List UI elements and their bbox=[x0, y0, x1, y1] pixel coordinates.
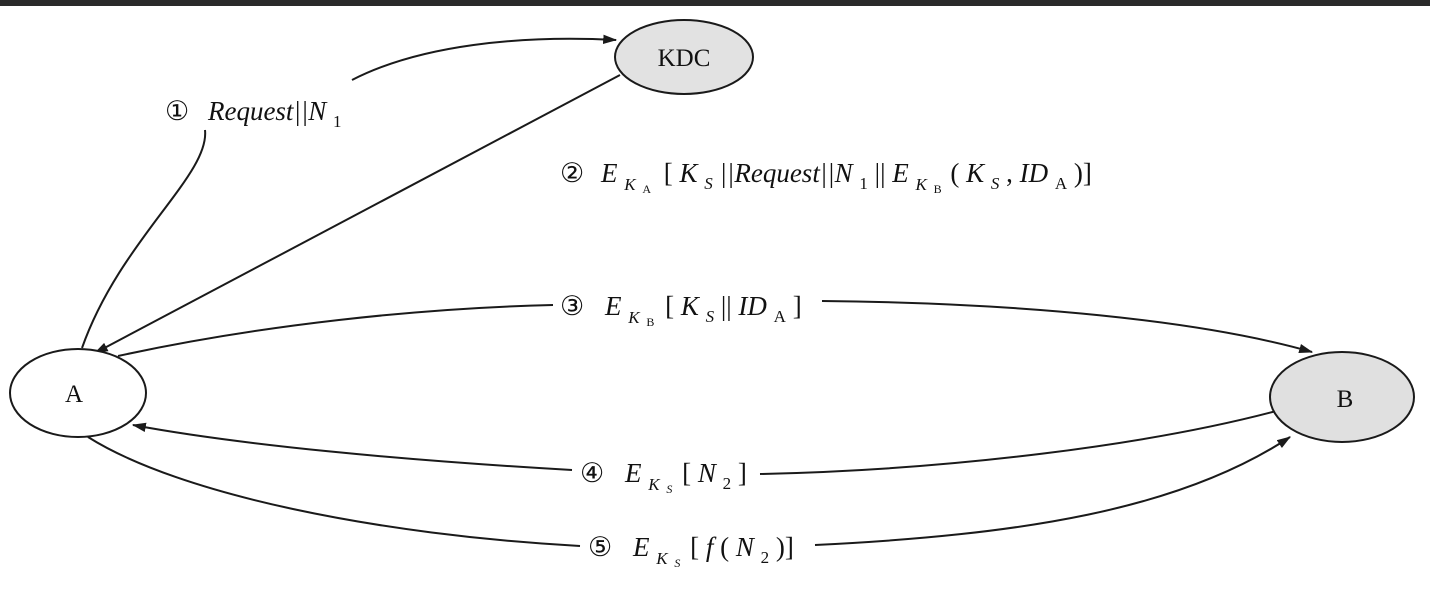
top-border-band bbox=[0, 0, 1430, 6]
kdc-node bbox=[614, 19, 754, 95]
svg-text:① Request||N 1: ① Request||N 1 bbox=[165, 96, 342, 131]
a-node bbox=[9, 348, 147, 438]
message-5-label: ⑤ E K S [ f ( N 2 )] bbox=[588, 532, 794, 573]
message-4-number: ④ bbox=[580, 458, 604, 488]
message-1-label: ① Request||N 1 bbox=[165, 96, 342, 131]
message-2-label: ② E K A [ K S ||Request||N 1 || E K B ( … bbox=[560, 158, 1092, 199]
svg-text:③ E K B: ③ E K B [ K S || ID A ] bbox=[560, 291, 802, 332]
message-3-label: ③ E K B [ K S || ID A ] bbox=[560, 291, 802, 332]
edge-a-to-b-ticket bbox=[117, 300, 1312, 356]
edge-kdc-to-a-response bbox=[93, 74, 621, 354]
edge-b-to-a-nonce bbox=[133, 409, 1281, 475]
message-1-body: Request||N bbox=[207, 96, 328, 126]
message-4-label: ④ E K S [ N 2 ] bbox=[580, 458, 747, 499]
svg-text:② E K A: ② E K A [ K S ||Request||N 1 || E K B ( … bbox=[560, 158, 1092, 199]
message-5-number: ⑤ bbox=[588, 532, 612, 562]
b-node-label: B bbox=[1337, 386, 1354, 413]
kdc-node-label: KDC bbox=[658, 45, 711, 72]
a-node-label: A bbox=[65, 381, 83, 408]
edge-a-to-b-function-nonce bbox=[87, 437, 1290, 547]
b-node bbox=[1269, 351, 1415, 443]
message-1-sub: 1 bbox=[333, 112, 342, 131]
message-2-number: ② bbox=[560, 158, 584, 188]
edge-a-to-kdc-request bbox=[81, 39, 616, 349]
message-1-number: ① bbox=[165, 96, 189, 126]
svg-text:④ E K S: ④ E K S [ N 2 ] bbox=[580, 458, 747, 499]
svg-text:⑤ E K S: ⑤ E K S [ f ( N 2 )] bbox=[588, 532, 794, 573]
message-3-number: ③ bbox=[560, 291, 584, 321]
